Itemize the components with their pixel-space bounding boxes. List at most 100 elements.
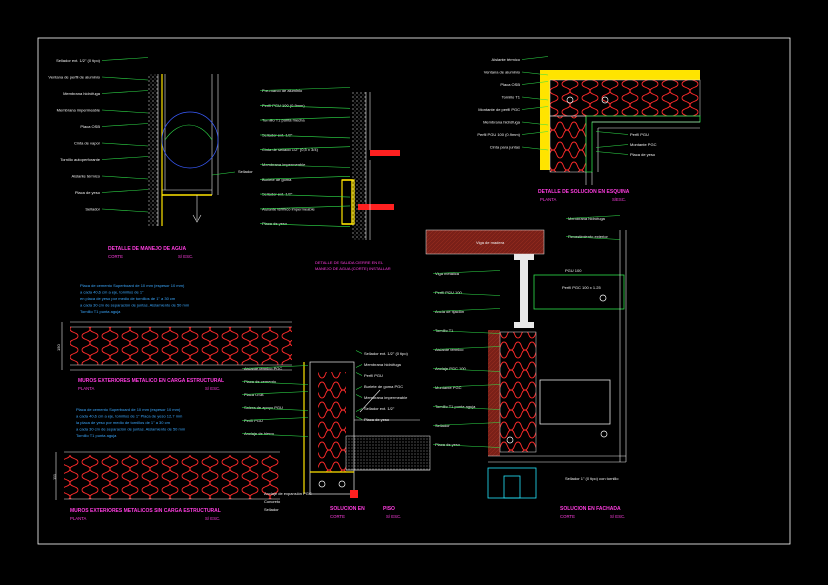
facade-label: Aislante térmico — [435, 347, 464, 352]
corner-label: Perfil PGU 100 (0.9mm) — [477, 132, 520, 137]
leader-line — [432, 270, 501, 274]
base-left-label: Placa OSB — [244, 392, 264, 397]
leader-line — [241, 381, 309, 385]
base-right-label: Burlete de goma PGC — [364, 384, 403, 389]
base-right-label: Perfil PGU — [364, 373, 383, 378]
leader-line — [521, 131, 549, 135]
facade-beam-label: Viga de madera — [476, 240, 505, 245]
corner-label: Membrana hidrófuga — [483, 120, 521, 125]
water-label: Ventana de perfil de aluminio — [48, 75, 100, 80]
window-label: Cinta de sellado 1/2" (0,5 x 3/4) — [262, 147, 319, 152]
leader-line — [101, 109, 149, 114]
leader-line — [259, 134, 351, 139]
detail-wall-noload: Placa de cemento Superboard de 10 mm (es… — [52, 407, 280, 521]
leader-line — [432, 368, 501, 372]
facade-top-label: Membrana hidrófuga — [568, 216, 606, 221]
leader-line — [521, 71, 549, 76]
base-subtitle-right: S/ ESC. — [386, 514, 401, 519]
corner-right-label: Perfil PGU — [630, 132, 649, 137]
wall-noload-dim: 111 — [52, 473, 57, 480]
base-right-label: Membrana impermeable — [364, 395, 408, 400]
detail-wall-load: Placa de cemento Superboard de 10 mm (es… — [56, 283, 292, 391]
leader-line — [595, 151, 629, 155]
leader-line — [101, 76, 149, 81]
wall-noload-title: MUROS EXTERIORES METALICOS SIN CARGA EST… — [70, 508, 221, 514]
water-label: Sellador — [85, 207, 100, 212]
water-subtitle-left: CORTE — [108, 254, 123, 259]
window-title: DETALLE DE SALIDA CIERRE EN EL — [315, 260, 384, 265]
wall-noload-note-line: a cada 30 cm de separación de juntas. Ai… — [76, 427, 186, 432]
window-title-2: MANEJO DE AGUA (CORTE) INSTALLAR — [315, 266, 391, 271]
window-label: Aislante térmico impermeable — [262, 206, 315, 211]
corner-title: DETALLE DE SOLUCION EN ESQUINA — [538, 189, 630, 195]
leader-line — [355, 350, 363, 354]
facade-label: Montante PGC — [435, 385, 462, 390]
facade-box-label: Perfil PGC 100 x 1.25 — [562, 285, 601, 290]
wall-load-title: MUROS EXTERIORES METALICO EN CARGA ESTRU… — [78, 378, 224, 384]
wall-load-note-line: a cada 40,6 cm a eje, tornillos de 1" — [80, 290, 144, 295]
leader-line — [259, 205, 351, 210]
base-right-label: Sellador ext. 1/2" (0 tipo) — [364, 351, 409, 356]
corner-label: Ventana de aluminio — [484, 70, 521, 75]
leader-line — [101, 156, 149, 160]
wall-load-dim: 150 — [56, 344, 61, 351]
wall-load-note-line: a cada 30 cm de separación de juntas. Ai… — [80, 303, 190, 308]
leader-line — [101, 90, 149, 94]
facade-subtitle-left: CORTE — [560, 514, 575, 519]
leader-line — [259, 193, 351, 198]
leader-line — [259, 223, 351, 227]
corner-right-label: Montante PGC — [630, 142, 657, 147]
facade-label: Viga metálica — [435, 271, 460, 276]
leader-line — [355, 372, 363, 376]
water-label: Membrana impermeable — [57, 108, 101, 113]
leader-line — [432, 444, 501, 448]
water-label: Tornillo autoperforante — [60, 157, 101, 162]
leader-line — [101, 175, 149, 180]
facade-label: Anclaje PGC 100 — [435, 366, 466, 371]
facade-plate-label: PGU 100 — [565, 268, 582, 273]
leader-line — [355, 416, 363, 420]
leader-line — [521, 81, 549, 85]
leader-line — [432, 384, 501, 388]
leader-line — [595, 144, 629, 148]
corner-label: Montante de perfil PGC — [478, 107, 520, 112]
wall-noload-note-line: a cada 40,6 cm a eje, tornillos de 1" Pl… — [76, 414, 183, 419]
water-label: Cinta de vapor — [74, 141, 101, 146]
leader-line — [595, 131, 629, 135]
wall-load-note-line: Placa de cemento Superboard de 10 mm (es… — [80, 283, 185, 288]
leader-line — [432, 292, 501, 296]
leader-line — [355, 364, 363, 368]
window-label: Placa de yeso — [262, 221, 288, 226]
wall-load-note-line: en placa de yeso por medio de tornillos … — [80, 296, 176, 301]
base-title-right: PISO — [383, 506, 395, 512]
leader-line — [355, 408, 363, 412]
leader-line — [259, 176, 351, 180]
water-title: DETALLE DE MANEJO DE AGUA — [108, 246, 186, 252]
base-subtitle-left: CORTE — [330, 514, 345, 519]
water-label: Placa OSB — [80, 124, 100, 129]
drawing-frame — [37, 37, 791, 545]
leader-line — [259, 87, 351, 91]
wall-noload-note-line: Tornillo T1 punta aguja — [76, 433, 117, 438]
corner-label: Cinta para juntas — [490, 145, 520, 150]
corner-label: Aislante térmico — [492, 57, 521, 62]
facade-label: Sellador — [435, 423, 450, 428]
base-left-label: Aislante térmico PGC — [244, 366, 282, 371]
leader-line — [241, 365, 309, 369]
corner-subtitle-right: S/ESC. — [612, 197, 626, 202]
leader-line — [241, 407, 309, 411]
base-right-label: Membrana hidrófuga — [364, 362, 402, 367]
leader-line — [101, 208, 149, 213]
leader-line — [101, 123, 149, 127]
wall-noload-note-line: la placa de yeso por medio de tornillos … — [76, 420, 171, 425]
leader-line — [432, 346, 501, 350]
leader-line — [355, 394, 363, 398]
water-label: Aislante térmico — [72, 174, 101, 179]
leader-line — [101, 57, 149, 61]
base-title: SOLUCION EN — [330, 506, 365, 512]
leader-line — [259, 146, 351, 150]
